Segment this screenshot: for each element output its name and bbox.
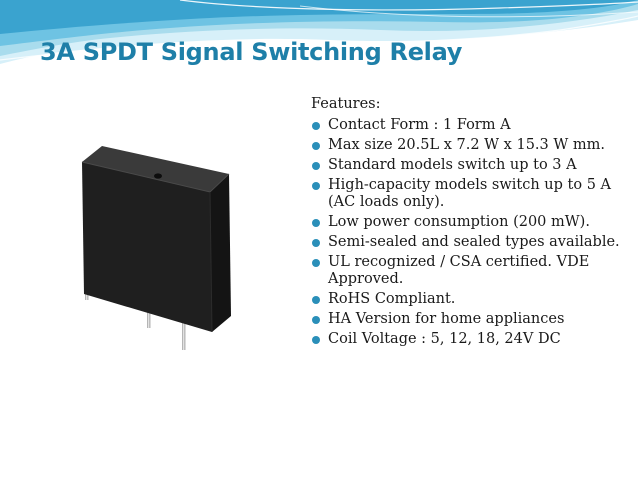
- feature-text: UL recognized / CSA certified. VDE Appro…: [328, 254, 590, 287]
- feature-text: Low power consumption (200 mW).: [328, 214, 590, 230]
- bullet-icon: [312, 239, 320, 247]
- bullet-icon: [312, 142, 320, 150]
- features-list: Contact Form : 1 Form A Max size 20.5L x…: [311, 117, 629, 348]
- feature-text: Semi-sealed and sealed types available.: [328, 234, 620, 250]
- relay-illustration: [81, 146, 231, 350]
- header-wave-decoration: [0, 0, 638, 64]
- bullet-icon: [312, 259, 320, 267]
- features-heading: Features:: [311, 96, 381, 112]
- relay-product-image: [32, 96, 294, 430]
- feature-item: Semi-sealed and sealed types available.: [311, 234, 629, 251]
- feature-item: High-capacity models switch up to 5 A (A…: [311, 177, 629, 211]
- feature-item: Contact Form : 1 Form A: [311, 117, 629, 134]
- bullet-icon: [312, 219, 320, 227]
- feature-item: Max size 20.5L x 7.2 W x 15.3 W mm.: [311, 137, 629, 154]
- feature-text: Standard models switch up to 3 A: [328, 157, 577, 173]
- bullet-icon: [312, 122, 320, 130]
- feature-item: Low power consumption (200 mW).: [311, 214, 629, 231]
- feature-item: UL recognized / CSA certified. VDE Appro…: [311, 254, 629, 288]
- feature-text: Coil Voltage : 5, 12, 18, 24V DC: [328, 331, 561, 347]
- feature-item: HA Version for home appliances: [311, 311, 629, 328]
- feature-item: RoHS Compliant.: [311, 291, 629, 308]
- feature-text: HA Version for home appliances: [328, 311, 565, 327]
- features-panel: Features: Contact Form : 1 Form A Max si…: [311, 96, 629, 351]
- feature-text: Contact Form : 1 Form A: [328, 117, 511, 133]
- feature-text: RoHS Compliant.: [328, 291, 456, 307]
- bullet-icon: [312, 182, 320, 190]
- bullet-icon: [312, 336, 320, 344]
- feature-text: Max size 20.5L x 7.2 W x 15.3 W mm.: [328, 137, 605, 153]
- bullet-icon: [312, 316, 320, 324]
- bullet-icon: [312, 296, 320, 304]
- bullet-icon: [312, 162, 320, 170]
- feature-item: Standard models switch up to 3 A: [311, 157, 629, 174]
- feature-item: Coil Voltage : 5, 12, 18, 24V DC: [311, 331, 629, 348]
- feature-text: High-capacity models switch up to 5 A (A…: [328, 177, 611, 210]
- slide-title: 3A SPDT Signal Switching Relay: [40, 38, 463, 66]
